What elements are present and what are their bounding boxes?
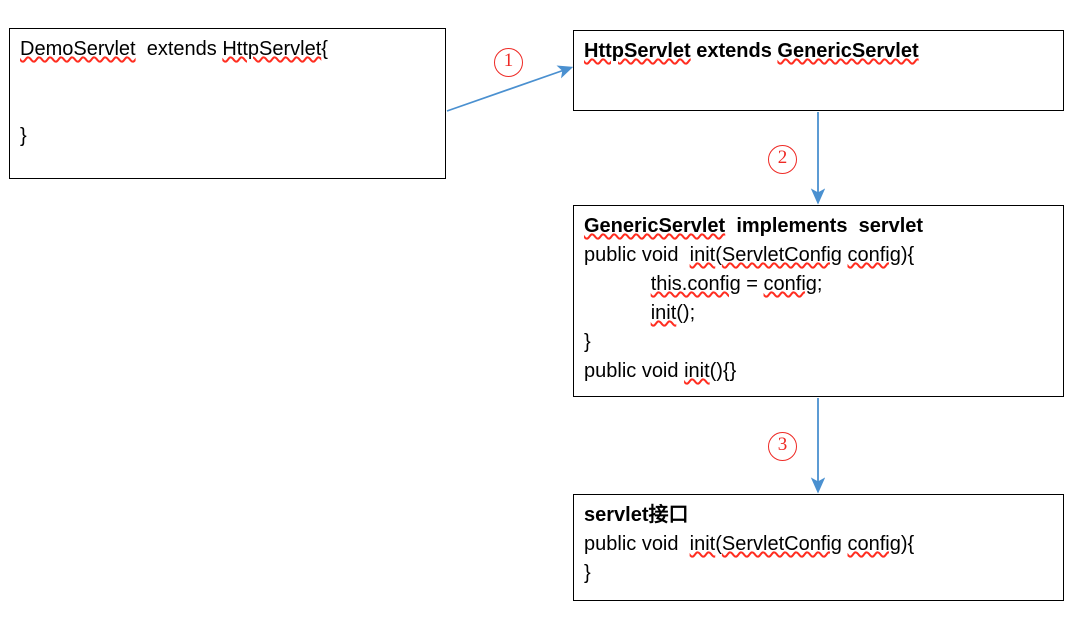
code-token-misspelled: config — [847, 533, 901, 555]
code-token: extends — [690, 40, 778, 62]
code-token: public void — [584, 244, 690, 266]
code-token: extends — [135, 38, 223, 60]
box-httpservlet[interactable]: HttpServlet extends GenericServlet — [573, 30, 1064, 111]
code-token-misspelled: GenericServlet — [777, 40, 919, 62]
code-token-misspelled: init — [650, 302, 677, 324]
code-token-misspelled: ServletConfig — [721, 533, 842, 555]
code-token: implements servlet — [725, 215, 924, 237]
code-token: ( — [715, 533, 722, 555]
code-token: (){} — [709, 360, 737, 382]
code-token: public void — [584, 360, 685, 382]
code-token — [584, 273, 651, 295]
code-token: { — [321, 38, 328, 60]
code-token-misspelled: GenericServlet — [584, 215, 726, 237]
code-token: servlet — [584, 504, 649, 526]
code-line: } — [584, 559, 1063, 588]
code-line: public void init(ServletConfig config){ — [584, 241, 1063, 270]
code-line: public void init(ServletConfig config){ — [584, 530, 1063, 559]
code-line — [20, 93, 445, 122]
code-token: 接口 — [648, 504, 689, 526]
code-line: init(); — [584, 299, 1063, 328]
code-token-misspelled: HttpServlet — [584, 40, 691, 62]
code-token: ){ — [900, 244, 915, 266]
code-line: GenericServlet implements servlet — [584, 212, 1063, 241]
code-line: } — [20, 122, 445, 151]
code-token: public void — [584, 533, 690, 555]
step-marker-1: 1 — [494, 48, 523, 77]
code-token: } — [584, 562, 591, 584]
step-marker-3: 3 — [768, 432, 797, 461]
code-line: } — [584, 328, 1063, 357]
code-token: ( — [715, 244, 722, 266]
code-token-misspelled: init — [689, 533, 716, 555]
code-token: ; — [816, 273, 823, 295]
code-token — [584, 302, 651, 324]
code-line — [20, 64, 445, 93]
code-token: } — [584, 331, 591, 353]
code-token-misspelled: DemoServlet — [20, 38, 136, 60]
code-token-misspelled: init — [684, 360, 710, 382]
code-token: ){ — [900, 533, 915, 555]
code-line: servlet接口 — [584, 501, 1063, 530]
step-marker-2: 2 — [768, 145, 797, 174]
code-token-misspelled: config — [847, 244, 901, 266]
code-token-misspelled: HttpServlet — [222, 38, 322, 60]
box-demoservlet[interactable]: DemoServlet extends HttpServlet{ } — [9, 28, 446, 179]
code-line: public void init(){} — [584, 357, 1063, 386]
code-token: (); — [676, 302, 696, 324]
code-line: HttpServlet extends GenericServlet — [584, 37, 1063, 66]
code-line: DemoServlet extends HttpServlet{ — [20, 35, 445, 64]
code-token-misspelled: config — [763, 273, 817, 295]
code-token: } — [20, 125, 27, 147]
code-token-misspelled: init — [689, 244, 716, 266]
code-token-misspelled: ServletConfig — [721, 244, 842, 266]
code-token-misspelled: this.config — [650, 273, 741, 295]
code-token: = — [740, 273, 764, 295]
code-line: this.config = config; — [584, 270, 1063, 299]
